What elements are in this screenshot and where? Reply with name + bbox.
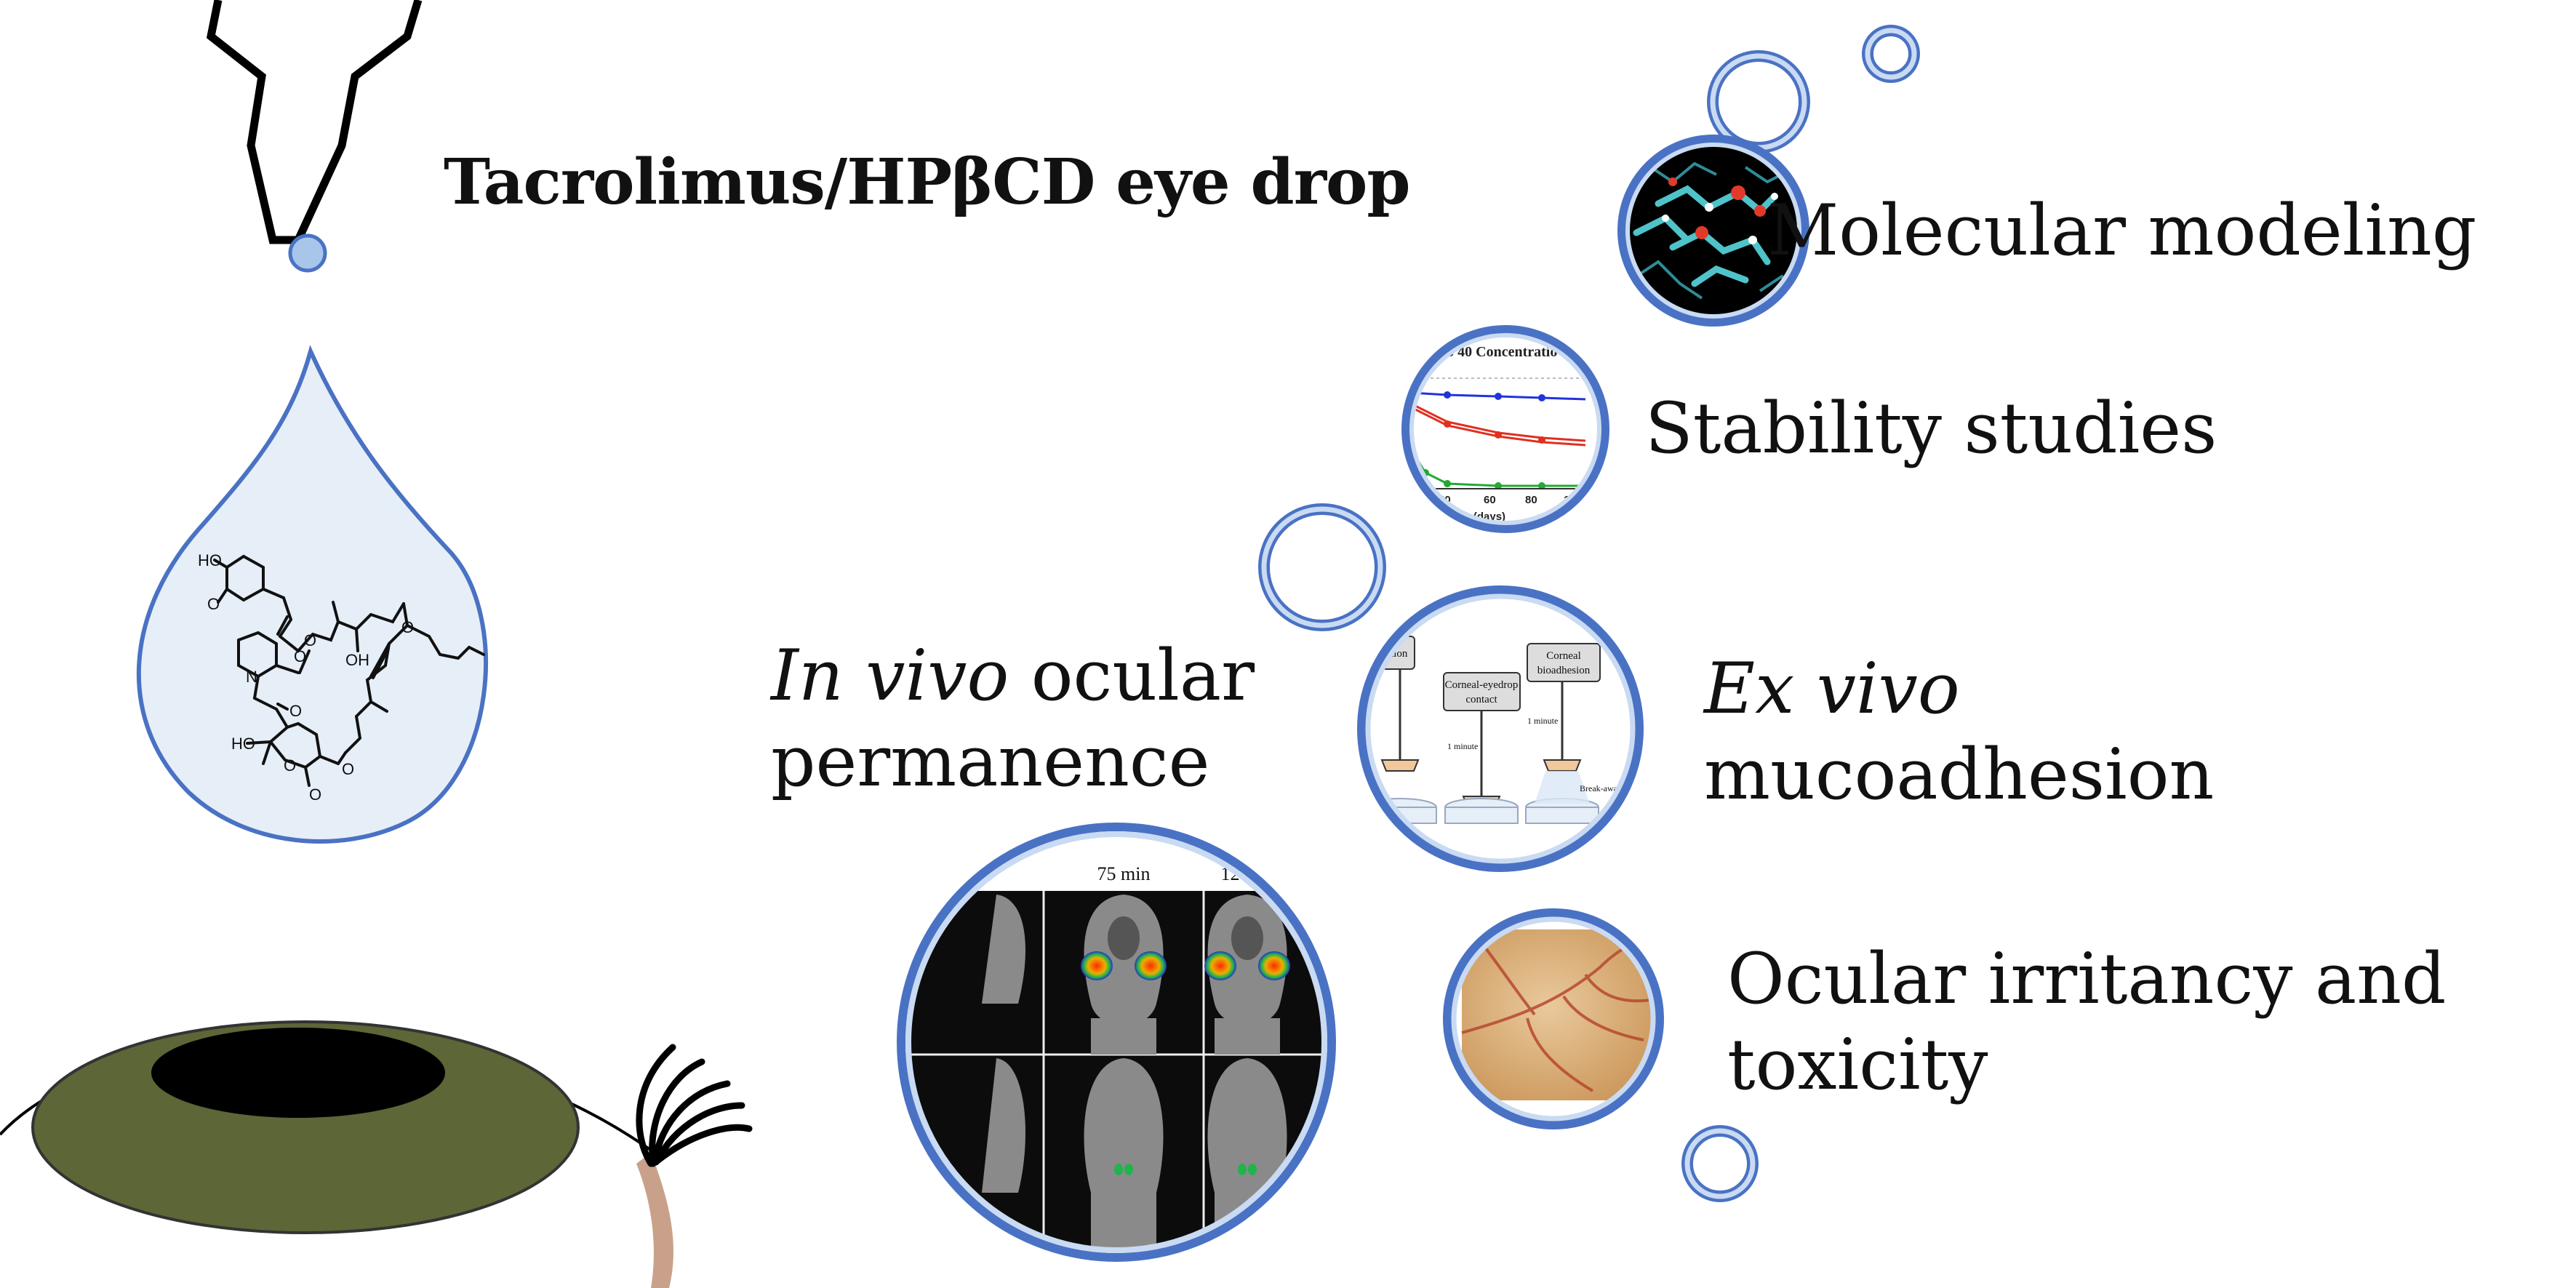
atom-label: O xyxy=(309,785,321,804)
thumb-tick: 80 xyxy=(1525,494,1537,506)
thumb-box-label: Corneal xyxy=(1546,650,1580,662)
label-ocular-irritancy-line2: toxicity xyxy=(1727,1024,1988,1105)
thumb-note: 1 minute xyxy=(1527,716,1558,726)
bubble-decor xyxy=(1684,1128,1756,1199)
stability-studies-bubble: 3S 40 Concentratio 40 60 80 100 me (days… xyxy=(1401,325,1609,533)
bubble-decor xyxy=(1865,28,1917,80)
molecular-modeling-bubble xyxy=(1617,135,1809,327)
atom-label: O xyxy=(289,702,302,720)
pet-time-label: 75 min xyxy=(1097,863,1151,884)
atom-label: O xyxy=(401,618,414,636)
eyelash-icon xyxy=(636,1044,753,1167)
label-mucoadhesion: mucoadhesion xyxy=(1704,734,2215,815)
thumb-chart-title: 3S 40 Concentratio xyxy=(1439,344,1557,360)
atom-label: HO xyxy=(198,551,222,569)
atom-label: N xyxy=(246,668,257,686)
decorative-bubbles xyxy=(1258,25,1920,1202)
molecule-atom-labels: HO O N O O O O OH HO O O O xyxy=(198,551,414,804)
thumb-tick: 60 xyxy=(1484,494,1496,506)
label-ocular: ocular xyxy=(1009,635,1255,716)
label-ocular-irritancy-line1: Ocular irritancy and xyxy=(1727,938,2447,1020)
label-molecular-modeling: Molecular modeling xyxy=(1767,190,2477,271)
thumb-note: Break-away xyxy=(1580,783,1622,793)
label-in-vivo-italic: In vivo xyxy=(771,635,1009,716)
atom-label: O xyxy=(294,647,306,665)
thumb-box-label: bioadhesion xyxy=(1537,665,1591,676)
label-in-vivo-ocular-permanence: In vivo ocular permanence xyxy=(771,633,1255,804)
label-permanence: permanence xyxy=(771,721,1210,802)
atom-label: O xyxy=(304,631,316,649)
eye-illustration xyxy=(0,1020,753,1288)
atom-label: OH xyxy=(345,651,369,669)
mucoadhesion-bubble: osition Corneal-eyedrop contact Corneal … xyxy=(1357,585,1644,872)
atom-label: O xyxy=(207,595,220,613)
thumb-box-label: contact xyxy=(1465,694,1497,705)
atom-label: O xyxy=(342,760,354,778)
ocular-irritancy-bubble xyxy=(1443,908,1664,1129)
thumb-box-label: Corneal-eyedrop xyxy=(1445,679,1519,691)
page-title: Tacrolimus/HPβCD eye drop xyxy=(444,145,1410,219)
label-ocular-irritancy: Ocular irritancy and toxicity xyxy=(1727,936,2447,1108)
bubble-decor xyxy=(1261,506,1383,628)
label-ex-vivo-italic: Ex vivo xyxy=(1704,648,1960,729)
thumb-note: 1 minute xyxy=(1447,741,1478,751)
atom-label: HO xyxy=(231,735,255,753)
label-stability-studies: Stability studies xyxy=(1645,388,2217,469)
tacrolimus-structure xyxy=(213,554,485,787)
label-ex-vivo-mucoadhesion: Ex vivo mucoadhesion xyxy=(1704,646,2214,817)
atom-label: O xyxy=(284,756,296,775)
eye-dropper-icon xyxy=(206,0,423,273)
eye-drop-icon xyxy=(136,345,488,844)
ocular-permanence-bubble: 75 min 120 mi xyxy=(897,823,1336,1262)
